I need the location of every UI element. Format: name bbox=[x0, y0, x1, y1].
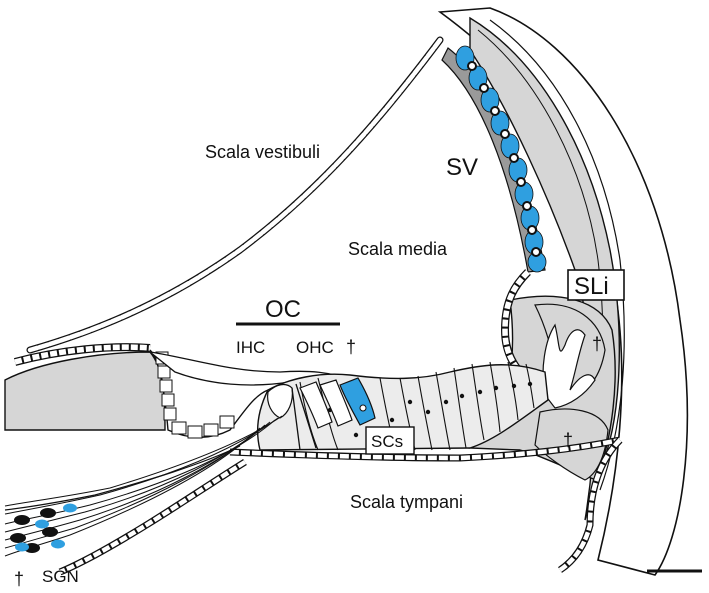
divider bbox=[489, 361, 501, 433]
stria-blue-cell bbox=[480, 87, 500, 113]
label-dagger-sgn: † bbox=[14, 569, 24, 589]
divider bbox=[525, 363, 535, 409]
capillary bbox=[531, 247, 541, 257]
spiral-prominence bbox=[542, 323, 596, 409]
scala-tympani-lining-inner bbox=[558, 438, 622, 572]
pillar-cells bbox=[291, 383, 317, 451]
label-sv: SV bbox=[446, 154, 478, 181]
ligament-contour-1 bbox=[489, 19, 625, 491]
spiral-lamina-upper bbox=[4, 445, 241, 511]
spiral-ganglion-neurons bbox=[10, 503, 77, 553]
spiral-limbus bbox=[4, 351, 166, 431]
nucleus bbox=[459, 393, 465, 399]
reissners-membrane bbox=[26, 36, 444, 354]
sgn-soma-blue bbox=[15, 542, 29, 552]
label-sgn: SGN bbox=[42, 567, 79, 586]
nucleus bbox=[477, 389, 483, 395]
nucleus bbox=[511, 383, 517, 389]
sulcus-cell bbox=[159, 379, 173, 393]
inner-hair-cell bbox=[267, 383, 293, 419]
nerve-fiber bbox=[4, 421, 271, 533]
capillary bbox=[522, 201, 532, 211]
divider bbox=[471, 363, 485, 441]
divider bbox=[453, 367, 467, 449]
label-scala-vestibuli: Scala vestibuli bbox=[205, 142, 320, 162]
sulcus-cell bbox=[203, 423, 219, 437]
divider bbox=[507, 361, 519, 421]
capillary bbox=[479, 83, 489, 93]
label-dagger-ohc: † bbox=[346, 337, 356, 357]
sulcus-cell bbox=[161, 393, 175, 407]
capillary bbox=[509, 153, 519, 163]
label-ohc: OHC bbox=[296, 338, 334, 357]
nucleus bbox=[407, 399, 413, 405]
nerve-fiber bbox=[4, 427, 261, 549]
sulcus-cell bbox=[171, 421, 187, 435]
stria-vascularis-cells bbox=[455, 45, 547, 273]
outer-hair-cell-highlight bbox=[339, 377, 376, 426]
label-scs: SCs bbox=[371, 432, 403, 451]
sgn-soma-black bbox=[14, 515, 30, 525]
limbus-surface-cells-inner bbox=[14, 344, 151, 365]
label-dagger-upper-lobe: † bbox=[592, 334, 602, 354]
scs-label-box bbox=[365, 426, 415, 455]
nerve-fiber bbox=[4, 417, 279, 515]
cell-nuclei bbox=[327, 381, 533, 438]
tectorial-membrane bbox=[147, 350, 351, 386]
capillary bbox=[500, 129, 510, 139]
capillary bbox=[467, 61, 477, 71]
nucleus bbox=[353, 432, 359, 438]
sgn-soma-blue bbox=[63, 503, 77, 513]
label-scala-tympani: Scala tympani bbox=[350, 492, 463, 512]
sli-label-box bbox=[567, 269, 625, 301]
nerve-fiber bbox=[4, 415, 283, 507]
label-ihc: IHC bbox=[236, 338, 265, 357]
outer-hair-cell bbox=[319, 379, 353, 427]
capillary bbox=[516, 177, 526, 187]
capillary bbox=[527, 225, 537, 235]
label-oc: OC bbox=[265, 296, 301, 323]
sulcus-cell bbox=[187, 425, 203, 439]
sulcus-cell bbox=[157, 365, 171, 379]
stria-capillaries bbox=[467, 61, 541, 257]
sgn-soma-black bbox=[40, 508, 56, 518]
label-scala-media: Scala media bbox=[348, 239, 448, 259]
nucleus bbox=[425, 409, 431, 415]
label-sli: SLi bbox=[574, 273, 609, 300]
outer-hair-cell bbox=[299, 381, 333, 429]
sulcus-cell bbox=[219, 415, 235, 429]
sulcus-cell bbox=[163, 407, 177, 421]
nucleus bbox=[389, 417, 395, 423]
nucleus bbox=[527, 381, 533, 387]
basilar-membrane-inner bbox=[229, 437, 621, 461]
divider bbox=[435, 371, 451, 451]
reissners-membrane-inner bbox=[27, 37, 443, 353]
inner-sulcus-cells bbox=[155, 351, 235, 439]
ohc-nucleus bbox=[359, 404, 367, 412]
sgn-soma-black bbox=[42, 527, 58, 537]
divider bbox=[417, 375, 433, 451]
sgn-soma-black bbox=[10, 533, 26, 543]
sgn-soma-blue bbox=[35, 519, 49, 529]
nucleus bbox=[493, 385, 499, 391]
sgn-soma-blue bbox=[51, 539, 65, 549]
capillary bbox=[490, 106, 500, 116]
spiral-lamina-lower-inner bbox=[59, 460, 247, 575]
label-dagger-lower-lobe: † bbox=[563, 430, 573, 450]
nucleus bbox=[443, 399, 449, 405]
